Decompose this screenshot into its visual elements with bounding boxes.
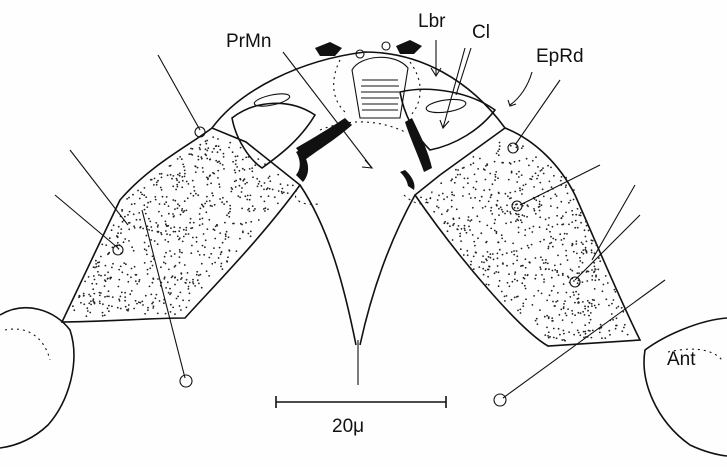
central-head-capsule <box>212 40 505 385</box>
labrum-striations <box>352 57 408 118</box>
left-lateral-lobe <box>62 128 300 322</box>
label-eprd: EpRd <box>536 46 584 67</box>
left-antenna-stub <box>0 308 74 448</box>
label-cl: Cl <box>472 22 490 43</box>
label-prmn: PrMn <box>226 31 271 52</box>
label-ant: Ant <box>667 349 696 370</box>
setae <box>55 55 665 406</box>
scale-bar: 20μ <box>276 396 446 437</box>
right-lobe-stipple <box>420 142 628 342</box>
right-antenna <box>644 318 727 456</box>
scale-bar-label: 20μ <box>332 416 364 437</box>
right-lateral-lobe <box>415 128 640 346</box>
label-lbr: Lbr <box>418 11 446 32</box>
left-lobe-stipple <box>72 136 294 317</box>
